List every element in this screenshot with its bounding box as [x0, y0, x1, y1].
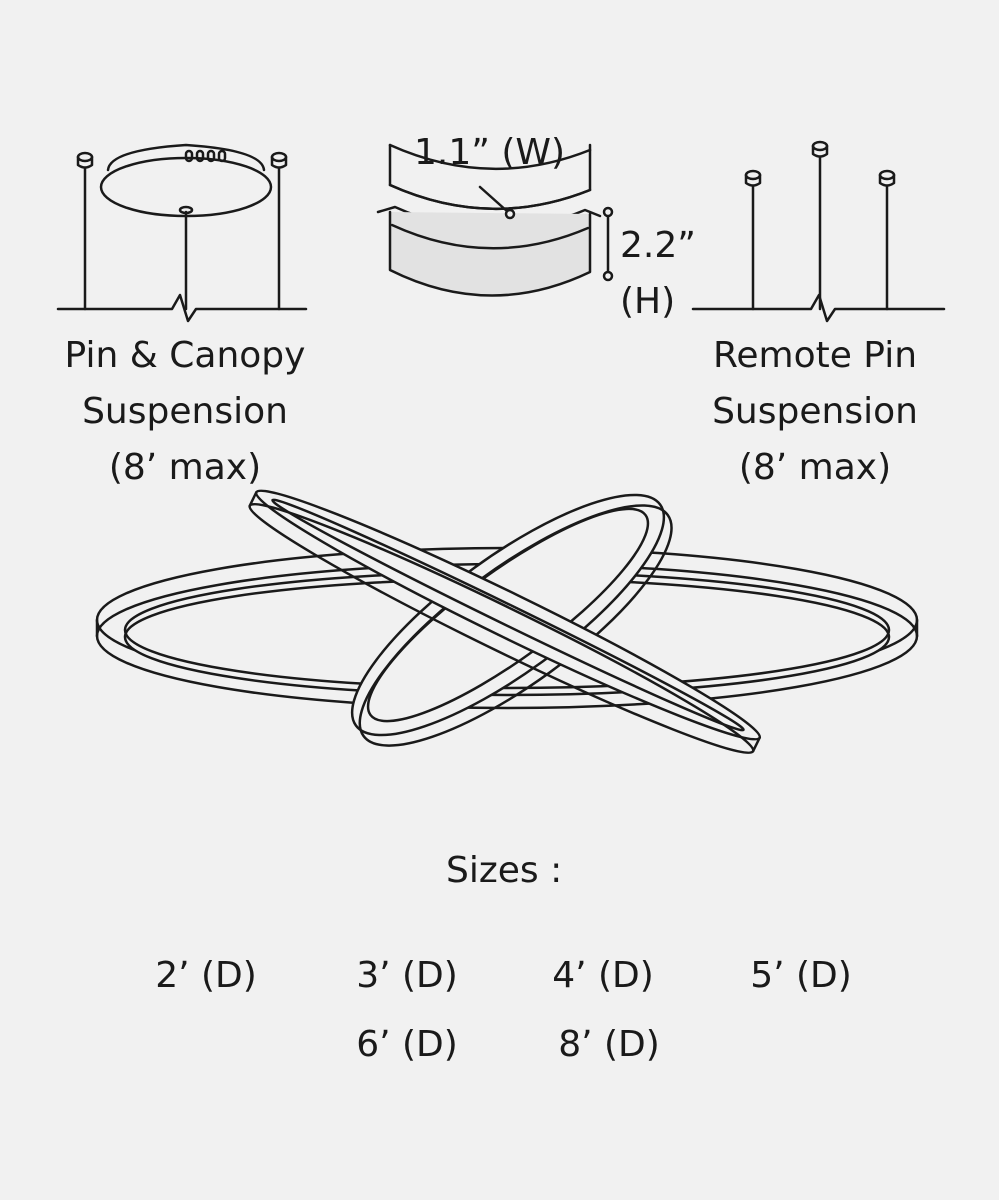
pin-canopy-label-line2: Suspension — [82, 391, 288, 432]
profile-height-unit: (H) — [620, 281, 676, 322]
pin-canopy-label-line1: Pin & Canopy — [64, 335, 306, 376]
remote-pin-label-line2: Suspension — [712, 391, 918, 432]
profile-dimension-icon — [376, 143, 614, 297]
profile-height-value: 2.2” — [620, 225, 696, 266]
profile-width-label: 1.1” (W) — [414, 132, 566, 173]
pin-canopy-label: Pin & Canopy Suspension (8’ max) — [40, 328, 330, 496]
size-option: 8’ (D) — [558, 1024, 660, 1065]
size-option: 2’ (D) — [155, 955, 257, 996]
size-option: 4’ (D) — [552, 955, 654, 996]
remote-pin-suspension-icon — [691, 140, 946, 323]
size-option: 3’ (D) — [356, 955, 458, 996]
remote-pin-label: Remote Pin Suspension (8’ max) — [670, 328, 960, 496]
pin-canopy-label-line3: (8’ max) — [108, 447, 262, 488]
sizes-title: Sizes : — [446, 850, 563, 891]
size-option: 5’ (D) — [750, 955, 852, 996]
size-option: 6’ (D) — [356, 1024, 458, 1065]
chandelier-fixture-illustration — [95, 489, 919, 755]
pin-canopy-suspension-icon — [56, 143, 308, 323]
remote-pin-label-line1: Remote Pin — [712, 335, 918, 376]
remote-pin-label-line3: (8’ max) — [738, 447, 892, 488]
